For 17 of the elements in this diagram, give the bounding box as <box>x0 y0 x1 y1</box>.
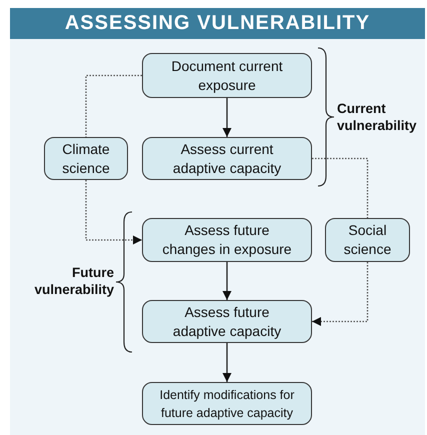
bracket-label: Current vulnerability <box>337 100 418 134</box>
connector-line <box>312 158 368 218</box>
process-box: Assess current adaptive capacity <box>142 137 312 180</box>
process-box: Climate science <box>44 137 128 180</box>
arrow <box>312 262 368 326</box>
arrow <box>222 98 232 137</box>
title-banner: ASSESSING VULNERABILITY <box>10 8 425 39</box>
arrow <box>85 180 142 244</box>
process-box: Document current exposure <box>142 53 312 98</box>
arrow <box>222 343 232 382</box>
arrow <box>222 262 232 300</box>
process-box: Social science <box>325 218 410 262</box>
process-box: Identify modifications for future adaptive capacity <box>142 382 312 425</box>
process-box: Assess future changes in exposure <box>142 218 312 262</box>
process-box: Assess future adaptive capacity <box>142 300 312 343</box>
connector-line <box>85 74 142 137</box>
bracket-label: Future vulnerability <box>33 264 114 298</box>
